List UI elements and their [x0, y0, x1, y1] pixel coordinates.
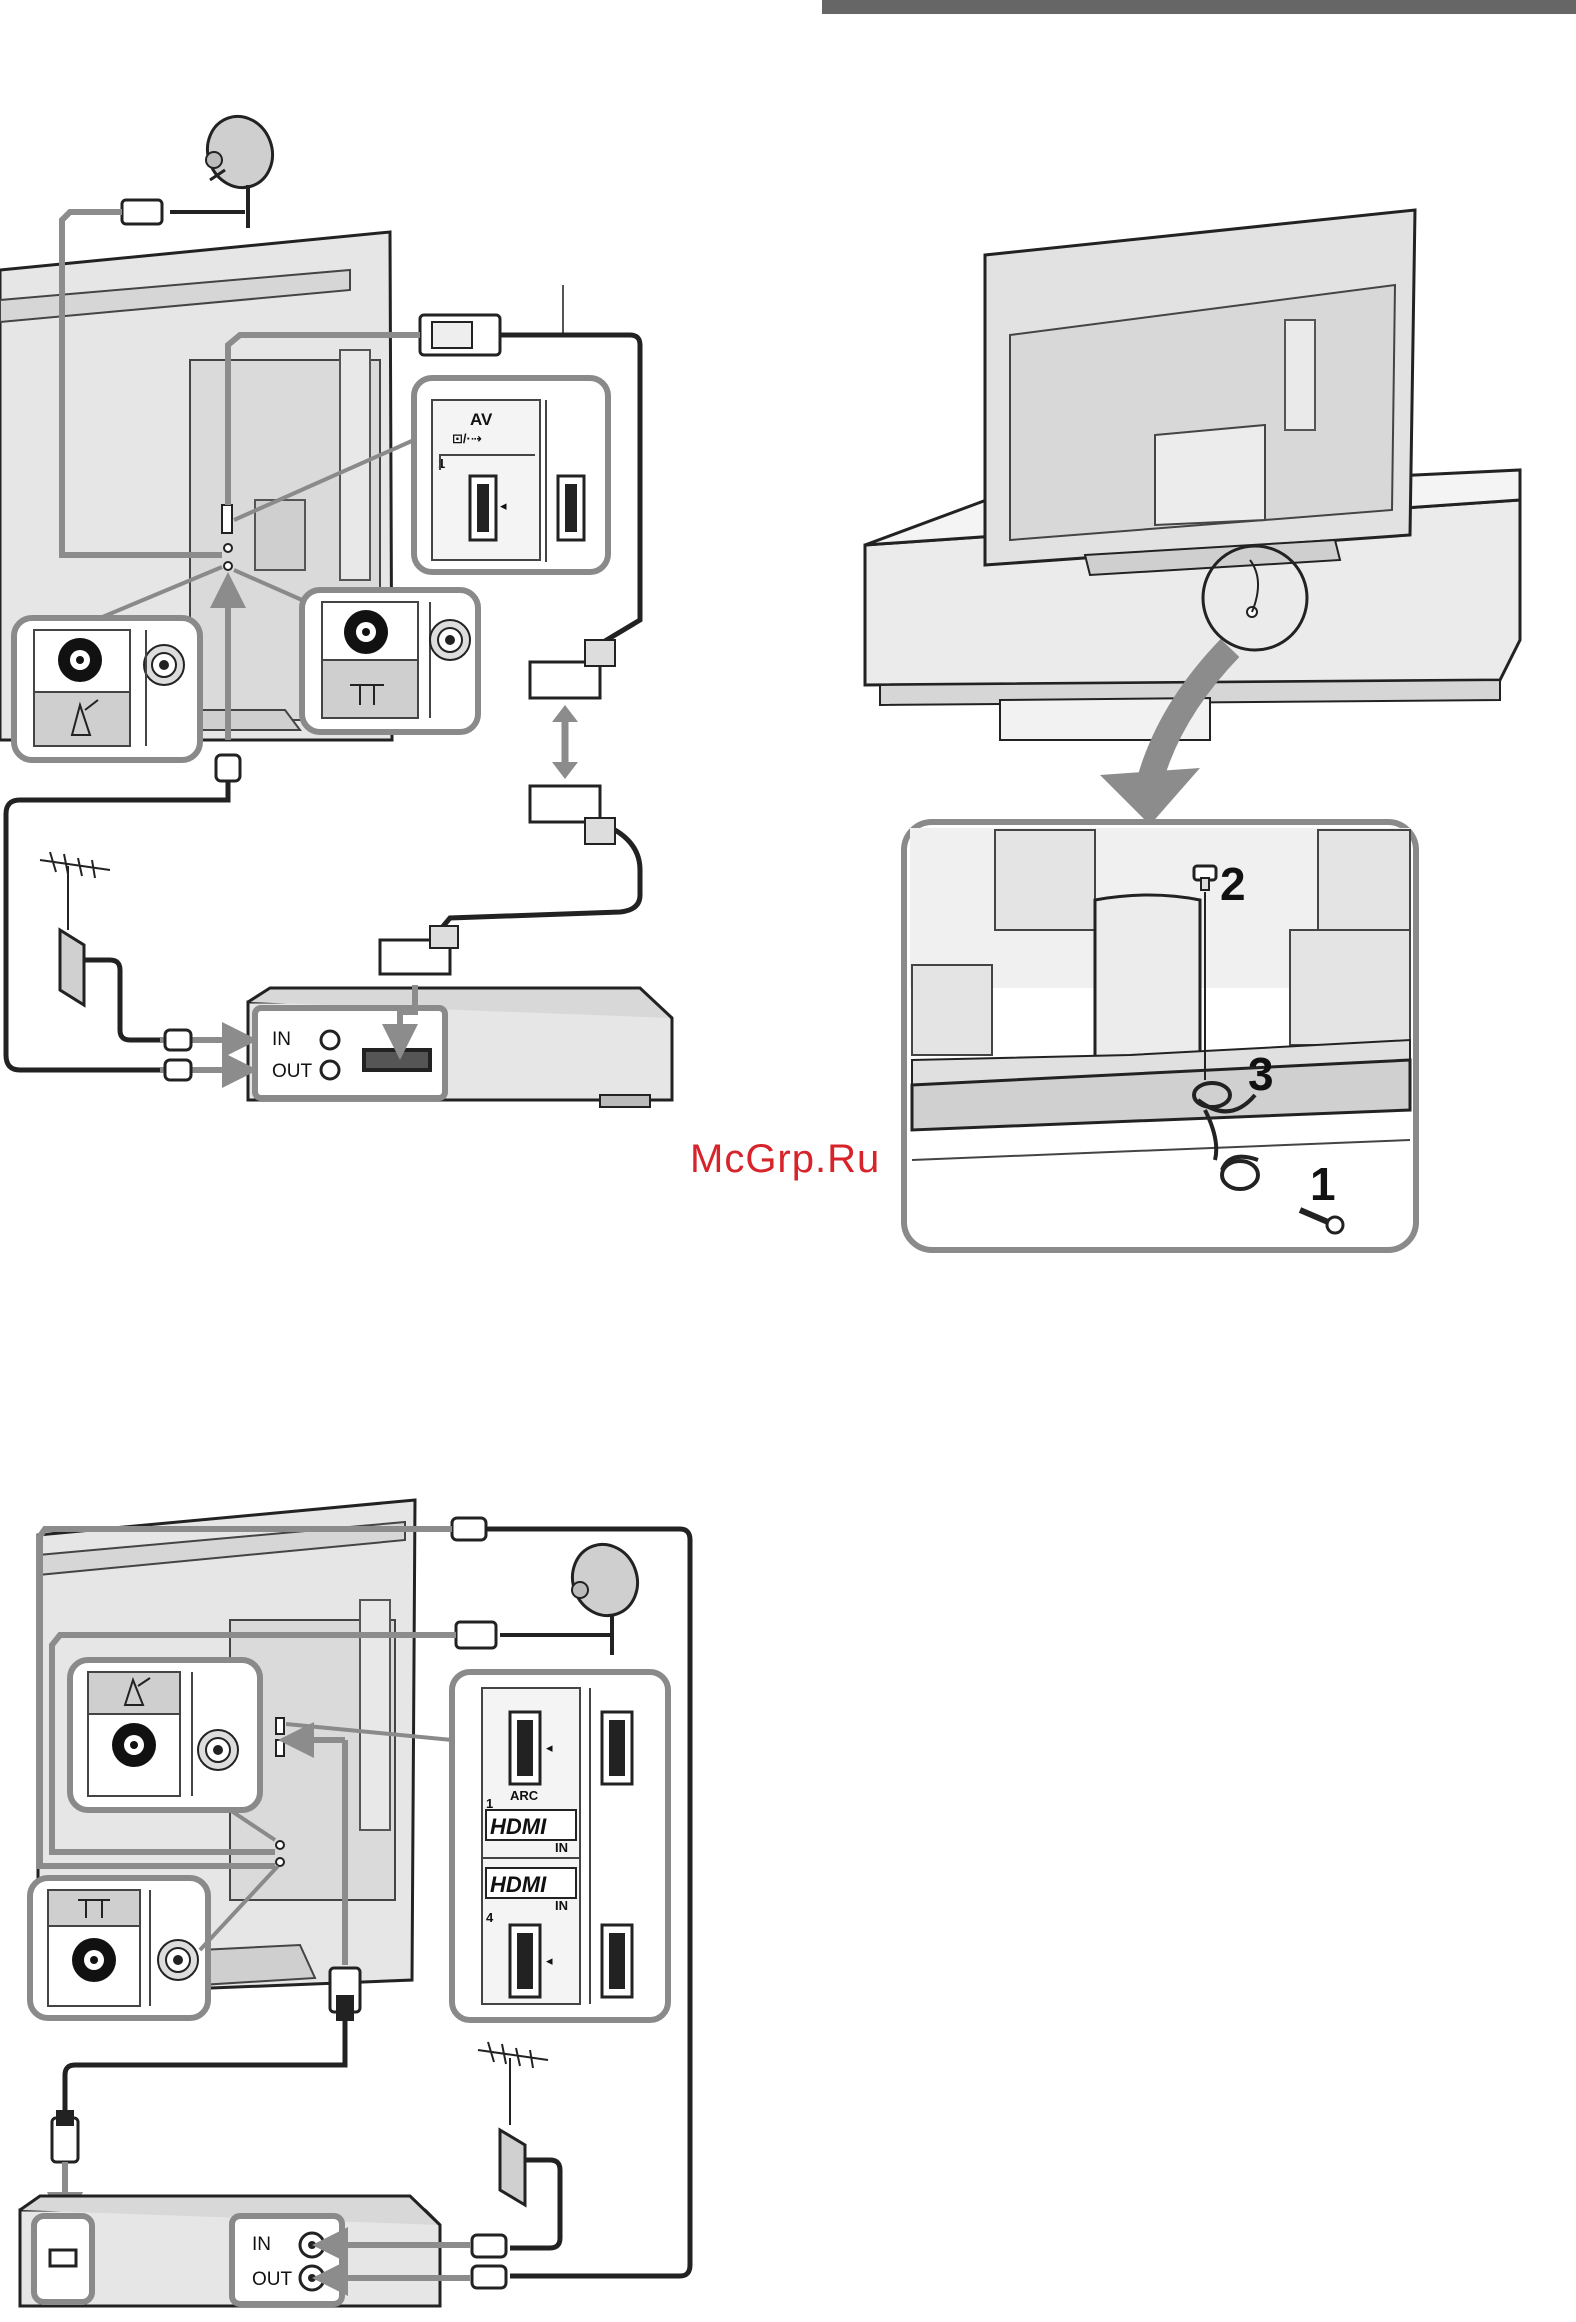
svg-text:◂: ◂: [500, 498, 507, 513]
av-sub-label: ⊡/·⇢: [452, 431, 482, 446]
step-number-1: 1: [1310, 1158, 1336, 1210]
av-label: AV: [470, 410, 493, 429]
satellite-dish-icon-2: [563, 1535, 648, 1655]
svg-text:◂: ◂: [546, 1953, 553, 1968]
f-connector: [122, 200, 162, 224]
scart-plug-bottom: [530, 786, 600, 822]
scart-plug-top: [530, 662, 600, 698]
watermark: McGrp.Ru: [690, 1137, 880, 1181]
hdmi-4-in-label: IN: [555, 1898, 568, 1913]
diagram-tv-stand-strap: 2 3 1: [865, 210, 1520, 1250]
aerial-plug: [216, 755, 240, 781]
svg-text:◂: ◂: [546, 1740, 553, 1755]
satellite-dish-icon: [198, 107, 283, 228]
aerial-antenna-icon: [40, 852, 160, 1040]
hdmi-4-logo: HDMI: [490, 1872, 547, 1897]
box-in-label: IN: [272, 1029, 291, 1050]
hdmi-4-number: 4: [486, 1910, 494, 1925]
step-number-3: 3: [1248, 1048, 1274, 1100]
box-out-label: OUT: [272, 1061, 313, 1082]
header-bar: [822, 0, 1576, 14]
aerial-antenna-icon-2: [478, 2042, 560, 2248]
hdmi-1-logo: HDMI: [490, 1814, 547, 1839]
hdmi-1-in-label: IN: [555, 1840, 568, 1855]
box-in-label-2: IN: [252, 2234, 271, 2255]
step-number-2: 2: [1220, 858, 1246, 910]
diagram-hdmi-connection: ◂ ARC 1 HDMI IN HDMI IN 4 ◂: [20, 1500, 690, 2306]
set-top-box-scart: IN OUT: [248, 988, 672, 1107]
diagram-scart-connection: AV ⊡/·⇢ 1 ◂: [0, 107, 672, 1107]
set-top-box-hdmi: IN OUT: [20, 2196, 440, 2306]
arc-label: ARC: [510, 1788, 539, 1803]
hdmi-1-number: 1: [486, 1796, 493, 1811]
box-out-label-2: OUT: [252, 2269, 293, 2290]
